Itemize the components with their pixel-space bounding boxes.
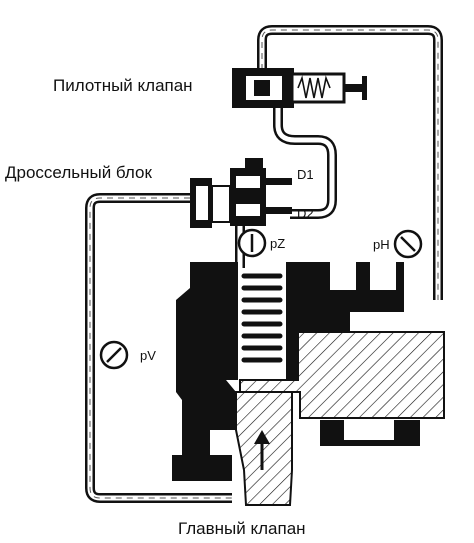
throttle-block	[190, 158, 292, 228]
main-valve	[172, 262, 445, 506]
main-valve-label: Главный клапан	[178, 519, 306, 538]
ph-label: pH	[373, 237, 390, 252]
pv-label: pV	[140, 348, 156, 363]
gauge-pv-icon	[99, 340, 129, 370]
pilot-valve	[232, 68, 367, 108]
pilot-valve-label: Пилотный клапан	[53, 76, 193, 95]
d2-label: D2	[297, 206, 314, 221]
d1-label: D1	[297, 167, 314, 182]
throttle-block-label: Дроссельный блок	[5, 163, 152, 182]
gauge-ph-icon	[393, 229, 423, 259]
gauge-pz-icon	[237, 228, 267, 258]
pz-label: pZ	[270, 236, 286, 251]
impulse-lines	[85, 25, 443, 503]
